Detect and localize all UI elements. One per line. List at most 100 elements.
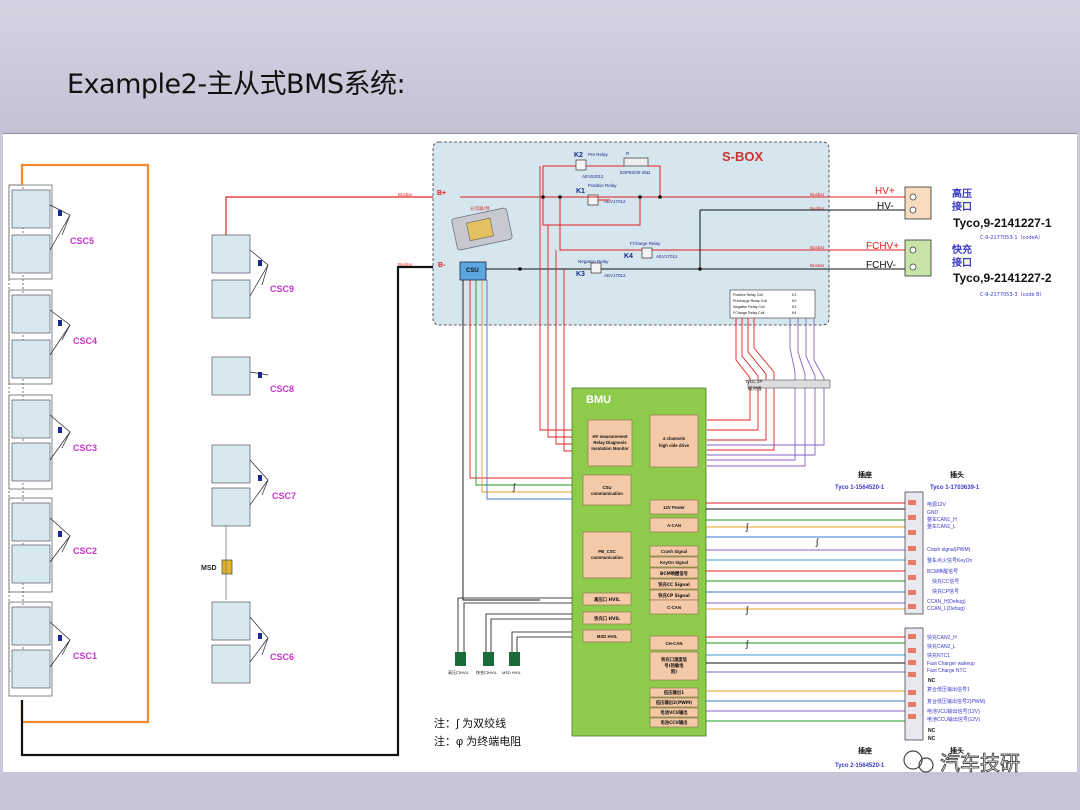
bminus-label: B- <box>438 262 446 269</box>
r-part: ESP63/30-25Ω <box>620 170 651 175</box>
csu-box <box>459 261 487 281</box>
csu-comm-block <box>582 474 632 506</box>
msd-label: MSD <box>201 565 217 572</box>
pin-label: 复合低压输出信号2(PWM) <box>927 698 986 705</box>
hvil-label: 快充口HVIL <box>476 669 498 675</box>
shunt-label: 分流器/预 <box>470 205 490 212</box>
bmu-text: 快充口温度信 <box>661 656 687 663</box>
bmu-text: BCM唤醒信号 <box>660 570 689 577</box>
slide-footer <box>0 772 1080 810</box>
pin-label: 电池CCU输出信号(12V) <box>927 716 980 723</box>
k1-part: AEV17012 <box>604 199 626 204</box>
socket1-label: 插座 <box>858 470 872 479</box>
hvil3-block <box>582 629 632 643</box>
twist-mark: ∫ <box>745 605 750 615</box>
nc-label: NC <box>928 736 936 742</box>
bmu: BMU HV measurement Relay <box>571 387 707 737</box>
tyco-note-1: Tyco, 2P <box>745 379 763 384</box>
twist-mark: ∫ <box>815 537 820 547</box>
bmu-text: KeyOn Signal <box>660 560 688 565</box>
bmu-text: PB_CSC <box>598 549 615 554</box>
pin-label: 快充CAN2_L <box>927 643 956 650</box>
relay-k3 <box>590 262 602 274</box>
coil-wires <box>707 318 825 467</box>
bmu-text: 电池CCU输出 <box>661 719 688 726</box>
hvil-label: MSD HVIL <box>502 670 522 675</box>
bmu-text: Insulation Monitor <box>591 446 629 451</box>
hv-title-1: 高压 <box>952 187 972 200</box>
bmu-text: 电池VCU输出 <box>660 709 687 716</box>
coil-label: FCharge Relay Coil <box>733 311 765 315</box>
relay-k2 <box>575 159 587 171</box>
pin-label: 快充CAN2_H <box>927 634 957 641</box>
pin-label: Fast Charger wakeup <box>927 661 975 667</box>
ccan-block <box>649 599 699 615</box>
k2-part: AEV52012 <box>582 174 604 179</box>
twist-mark: ∫ <box>512 482 517 492</box>
fc-title-1: 快充 <box>951 243 972 256</box>
pin-label: 快充CP信号 <box>932 588 959 595</box>
csc-label: CSC5 <box>70 236 94 246</box>
socket2-part: Tyco 2-1564520-1 <box>835 763 885 769</box>
bmu-text: 12V Power <box>663 505 685 510</box>
hv-part: Tyco,9-2141227-1 <box>953 216 1052 230</box>
twist-mark: ∫ <box>745 522 750 532</box>
neg-relay-label: Negative Relay <box>578 259 609 264</box>
chcan-block <box>649 635 699 651</box>
bmu-text: 快充口 HVIL <box>594 615 620 622</box>
k4-label: K4 <box>624 253 633 260</box>
bmu-text: CSU <box>602 485 611 490</box>
bmu-text: 低压输出2(PWM) <box>655 699 692 706</box>
hv-code: C-9-2177053-1（codeA） <box>980 235 1043 241</box>
sbox-title: S-BOX <box>722 149 764 164</box>
cc-block <box>649 578 699 590</box>
fc-code: C-9-2177053-3（code B） <box>980 292 1045 298</box>
hv-monitor-block <box>587 419 633 467</box>
csc-label: CSC7 <box>272 491 296 501</box>
msd-fuse <box>221 559 233 575</box>
bmu-text: 阻) <box>671 668 677 675</box>
relay-k4 <box>641 247 653 259</box>
tyco-note-2: 续对线 <box>748 385 762 392</box>
bmu-text: 4 channels <box>663 436 686 441</box>
hvil-label: 高压口HVIL <box>448 669 470 675</box>
k3-part: AEV17012 <box>604 273 626 278</box>
csc-label: CSC2 <box>73 546 97 556</box>
plug2-label: 插头 <box>950 746 964 755</box>
slide-title: Example2-主从式BMS系统: <box>67 69 406 100</box>
csu-label: CSU <box>466 268 479 274</box>
pre-relay-label: Pre Relay <box>588 152 609 157</box>
hvplus-label: HV+ <box>875 186 895 197</box>
socket2-label: 插座 <box>858 746 872 755</box>
fchvminus-label: FCHV- <box>866 260 896 271</box>
middle-battery-column: MSD <box>201 234 269 684</box>
pin-label: CCAN_H(Debug) <box>927 599 966 605</box>
nc-label: NC <box>928 678 936 684</box>
precharge-resistor <box>623 157 649 167</box>
bmu-text: communication <box>591 491 623 496</box>
busbar-label: Busbar <box>810 192 825 197</box>
plug1-label: 插头 <box>950 470 964 479</box>
watermark-text: 汽车技研 <box>940 751 1020 775</box>
hv-connector: HV+ HV- 高压 接口 Tyco,9-2141227-1 C-9-21770… <box>875 186 1052 241</box>
b-minus-wire <box>20 265 460 757</box>
r-label: R <box>626 151 630 156</box>
k4-part: AEV17012 <box>656 254 678 259</box>
bmu-text: 快充CP Signal <box>658 592 690 599</box>
busbar-label: Busbar <box>810 245 825 250</box>
pin-label: 快充CC信号 <box>932 578 959 585</box>
hvminus-label: HV- <box>877 201 894 212</box>
shunt-image <box>451 207 513 251</box>
out2-block <box>649 697 699 708</box>
coil-label: Negative Relay Coil <box>733 305 765 309</box>
pin-label: 快充NTC1 <box>927 652 950 659</box>
acan-block <box>649 517 699 533</box>
hv-title-2: 接口 <box>952 200 972 213</box>
left-battery-column <box>8 184 71 697</box>
harness-wires <box>706 502 905 722</box>
hvil1-block <box>582 592 632 606</box>
hvil2-block <box>582 611 632 625</box>
k1-label: K1 <box>576 188 585 195</box>
twist-mark: ∫ <box>745 639 750 649</box>
bmu-text: A-CAN <box>667 523 681 528</box>
